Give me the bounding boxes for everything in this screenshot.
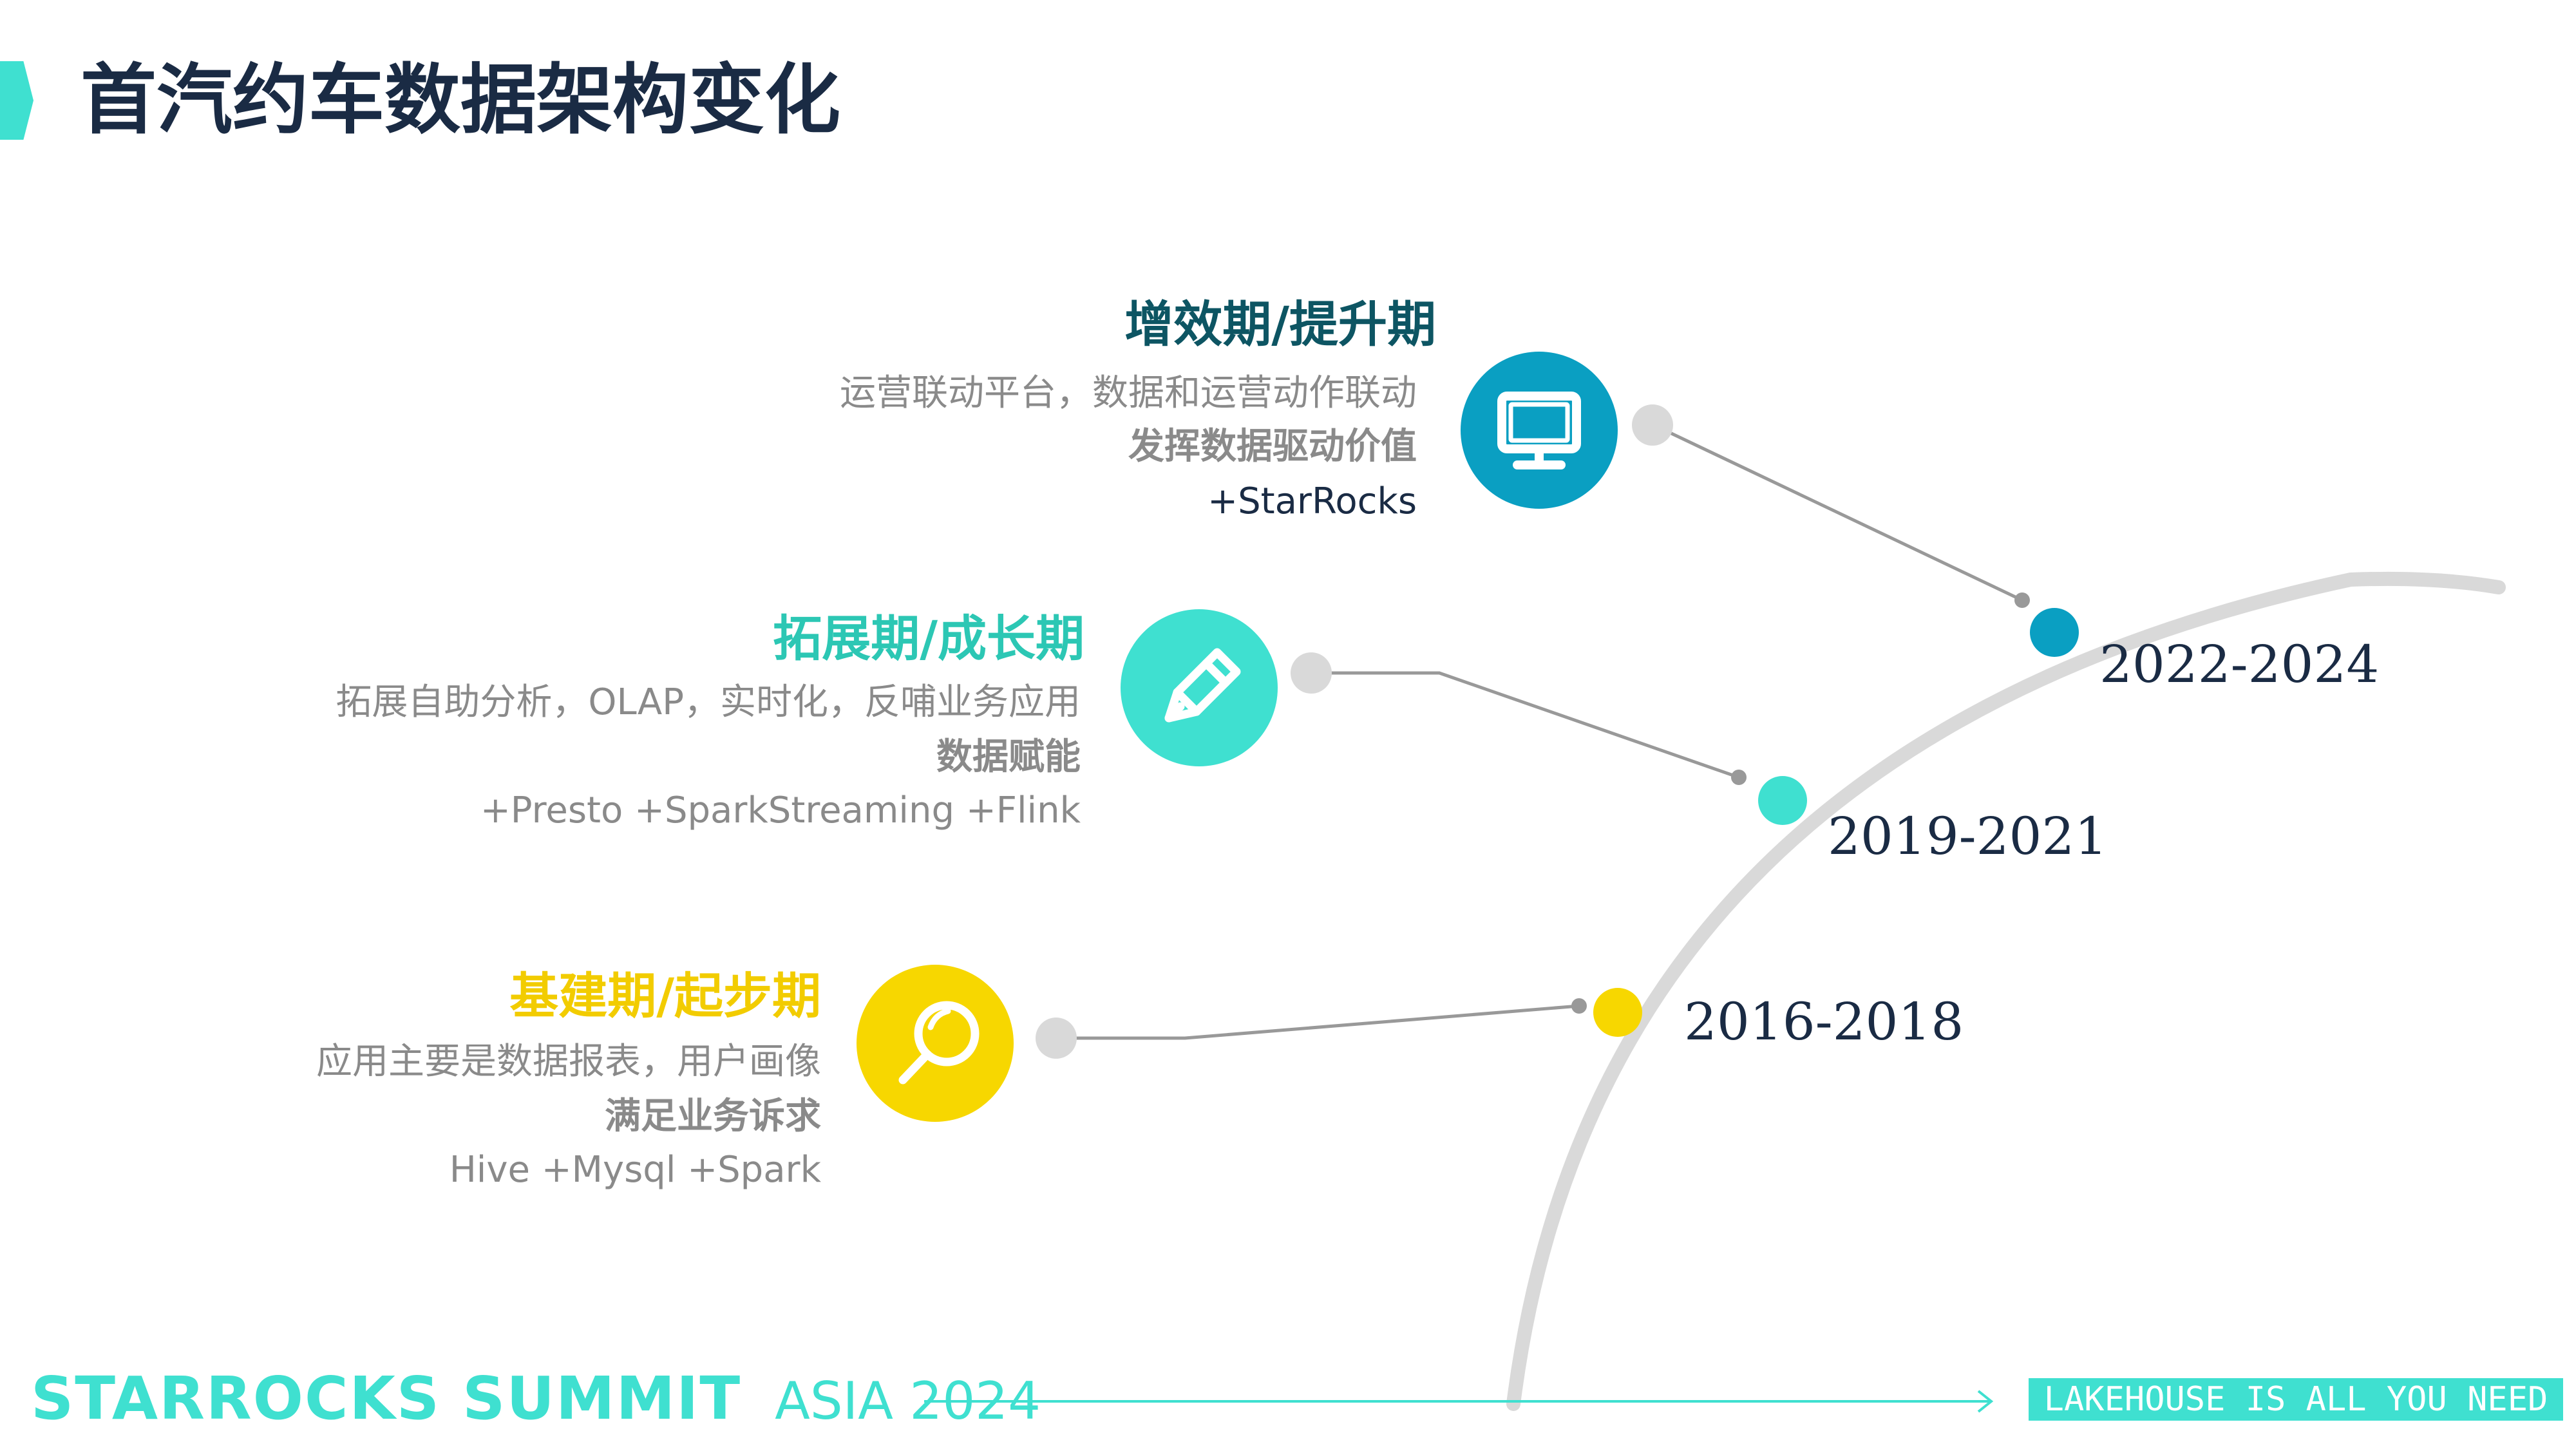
phase-value-2016: 满足业务诉求 <box>605 1095 821 1137</box>
phase-desc-2022: 运营联动平台，数据和运营动作联动 <box>840 372 1417 414</box>
footer-brand: STARROCKS SUMMIT ASIA 2024 <box>31 1364 1041 1433</box>
footer-brand-suffix: ASIA 2024 <box>775 1371 1041 1431</box>
phase-tech-2019: +Presto +SparkStreaming +Flink <box>480 790 1081 831</box>
connector-end-dot-2022 <box>2014 592 2030 608</box>
phase-tech-2022: +StarRocks <box>1208 480 1417 522</box>
footer-tagline: LAKEHOUSE IS ALL YOU NEED <box>2043 1380 2548 1419</box>
phase-desc-2019: 拓展自助分析，OLAP，实时化，反哺业务应用 <box>336 681 1081 723</box>
phase-title-2022: 增效期/提升期 <box>1124 296 1436 353</box>
footer-tagline-box: LAKEHOUSE IS ALL YOU NEED <box>2029 1378 2563 1421</box>
timeline-dot-2016 <box>1593 988 1642 1037</box>
connector-end-dot-2016 <box>1571 998 1587 1014</box>
connector-end-dot-2019 <box>1731 770 1747 785</box>
timeline-dot-2019 <box>1758 776 1807 825</box>
timeline-dot-2022 <box>2030 608 2079 657</box>
connector-2022 <box>1653 423 2023 602</box>
year-label-2016: 2016-2018 <box>1684 992 1964 1052</box>
connector-2016 <box>1056 1004 1580 1040</box>
icon-circle-2019 <box>1121 609 1278 766</box>
connector-2019 <box>1314 671 1739 779</box>
page-title: 首汽约车数据架构变化 <box>80 55 841 144</box>
start-dot-2016 <box>1036 1018 1077 1059</box>
start-dot-2019 <box>1291 652 1332 694</box>
start-dot-2022 <box>1632 404 1673 446</box>
phase-value-2019: 数据赋能 <box>936 736 1081 778</box>
footer-arrow-head <box>1977 1390 1994 1413</box>
icon-circle-2016 <box>857 965 1014 1122</box>
year-label-2022: 2022-2024 <box>2099 634 2380 694</box>
monitor-icon <box>1497 392 1581 469</box>
footer-brand-name: STARROCKS SUMMIT <box>31 1364 742 1433</box>
year-label-2019: 2019-2021 <box>1828 806 2108 866</box>
icon-circle-2022 <box>1461 352 1618 509</box>
phase-tech-2016: Hive +Mysql +Spark <box>449 1149 821 1191</box>
phase-title-2019: 拓展期/成长期 <box>773 610 1084 667</box>
pencil-icon <box>1164 648 1241 723</box>
phase-title-2016: 基建期/起步期 <box>509 967 821 1025</box>
phase-desc-2016: 应用主要是数据报表，用户画像 <box>316 1041 821 1083</box>
timeline-arc <box>1506 571 2506 1411</box>
phase-value-2022: 发挥数据驱动价值 <box>1128 426 1417 468</box>
magnifier-icon <box>898 1001 980 1084</box>
